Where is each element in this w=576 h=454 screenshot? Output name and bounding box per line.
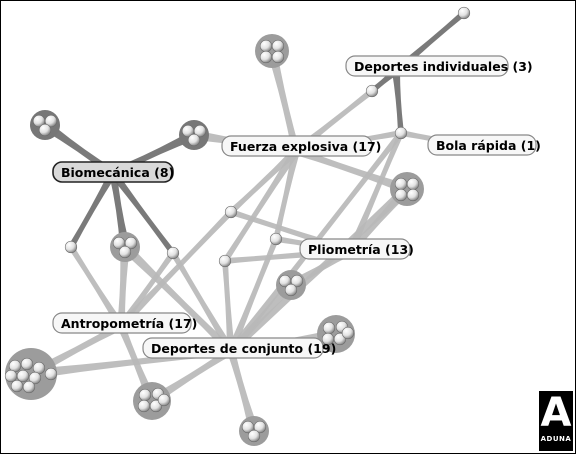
category-label-antropometria: Antropometría (17) bbox=[52, 312, 197, 334]
connection-band bbox=[222, 148, 300, 263]
connection-band bbox=[227, 349, 259, 433]
document-sphere bbox=[269, 232, 283, 246]
label-pill bbox=[52, 161, 174, 183]
category-label-pliometria: Pliometría (13) bbox=[299, 238, 414, 260]
connection-band bbox=[117, 246, 130, 327]
document-sphere bbox=[44, 114, 58, 128]
document-sphere bbox=[394, 126, 408, 140]
document-sphere bbox=[28, 371, 42, 385]
document-sphere bbox=[138, 388, 152, 402]
label-pill bbox=[221, 135, 373, 157]
aduna-logo: A ADUNA bbox=[539, 391, 573, 451]
label-text: Fuerza explosiva (17) bbox=[230, 139, 381, 154]
document-sphere bbox=[166, 246, 180, 260]
document-sphere bbox=[457, 6, 471, 20]
label-pill bbox=[299, 238, 411, 260]
category-label-deportes-conjunto: Deportes de conjunto (19) bbox=[142, 337, 336, 359]
label-pill bbox=[52, 312, 192, 334]
document-sphere bbox=[406, 188, 420, 202]
document-sphere bbox=[253, 420, 267, 434]
connection-band bbox=[117, 251, 176, 329]
document-sphere bbox=[124, 236, 138, 250]
document-sphere bbox=[259, 39, 273, 53]
connection-band bbox=[228, 148, 299, 215]
label-text: Pliometría (13) bbox=[308, 242, 414, 257]
connection-band bbox=[170, 251, 235, 354]
document-sphere bbox=[284, 283, 298, 297]
document-sphere bbox=[394, 188, 408, 202]
document-sphere bbox=[271, 50, 285, 64]
document-sphere bbox=[321, 332, 335, 346]
document-sphere bbox=[157, 393, 171, 407]
connection-band bbox=[109, 170, 176, 255]
cluster-blob bbox=[390, 172, 424, 206]
document-sphere bbox=[112, 236, 126, 250]
document-sphere bbox=[22, 380, 36, 394]
document-sphere bbox=[16, 369, 30, 383]
document-sphere bbox=[365, 84, 379, 98]
connection-band bbox=[121, 243, 234, 354]
document-sphere bbox=[341, 326, 355, 340]
connection-band bbox=[267, 49, 300, 152]
document-sphere bbox=[44, 367, 58, 381]
category-label-fuerza-explosiva: Fuerza explosiva (17) bbox=[221, 135, 381, 157]
document-sphere bbox=[271, 39, 285, 53]
document-sphere bbox=[10, 379, 24, 393]
cluster-blob bbox=[255, 34, 289, 68]
document-sphere bbox=[32, 114, 46, 128]
label-pill bbox=[142, 337, 324, 359]
document-sphere bbox=[193, 124, 207, 138]
connection-band bbox=[68, 171, 117, 249]
logo-letter: A bbox=[540, 390, 572, 436]
connection-band bbox=[222, 260, 235, 352]
category-label-biomecanica: Biomecánica (8) bbox=[52, 161, 174, 183]
category-label-bola-rapida: Bola rápida (1) bbox=[427, 134, 541, 156]
document-sphere bbox=[241, 420, 255, 434]
label-text: Bola rápida (1) bbox=[436, 138, 541, 153]
label-text: Deportes de conjunto (19) bbox=[151, 341, 336, 356]
label-layer: Deportes individuales (3) Fuerza explosiv… bbox=[52, 55, 541, 359]
document-sphere bbox=[218, 254, 232, 268]
label-pill bbox=[427, 134, 537, 156]
document-sphere bbox=[64, 240, 78, 254]
label-text: Biomecánica (8) bbox=[61, 165, 174, 180]
document-sphere bbox=[259, 50, 273, 64]
logo-name: ADUNA bbox=[540, 435, 572, 443]
document-sphere bbox=[394, 177, 408, 191]
document-sphere bbox=[20, 357, 34, 371]
connection-band bbox=[109, 172, 130, 248]
connection-band bbox=[118, 209, 234, 329]
document-sphere bbox=[322, 321, 336, 335]
document-sphere bbox=[290, 274, 304, 288]
connection-band bbox=[392, 70, 404, 134]
document-sphere bbox=[4, 369, 18, 383]
document-sphere bbox=[247, 429, 261, 443]
document-sphere bbox=[278, 274, 292, 288]
label-text: Deportes individuales (3) bbox=[354, 59, 533, 74]
label-text: Antropometría (17) bbox=[61, 316, 197, 331]
connection-band bbox=[228, 185, 411, 354]
document-sphere bbox=[137, 399, 151, 413]
connection-band bbox=[347, 131, 404, 253]
document-sphere bbox=[187, 133, 201, 147]
document-sphere bbox=[118, 245, 132, 259]
document-layer bbox=[4, 6, 483, 443]
label-pill bbox=[345, 55, 509, 77]
document-sphere bbox=[406, 177, 420, 191]
document-sphere bbox=[38, 123, 52, 137]
connection-band bbox=[68, 245, 125, 329]
connection-band bbox=[227, 237, 279, 353]
connection-band bbox=[149, 347, 234, 406]
category-label-deportes-individuales: Deportes individuales (3) bbox=[345, 55, 533, 77]
document-sphere bbox=[181, 124, 195, 138]
connection-band bbox=[273, 150, 300, 240]
document-sphere bbox=[224, 205, 238, 219]
